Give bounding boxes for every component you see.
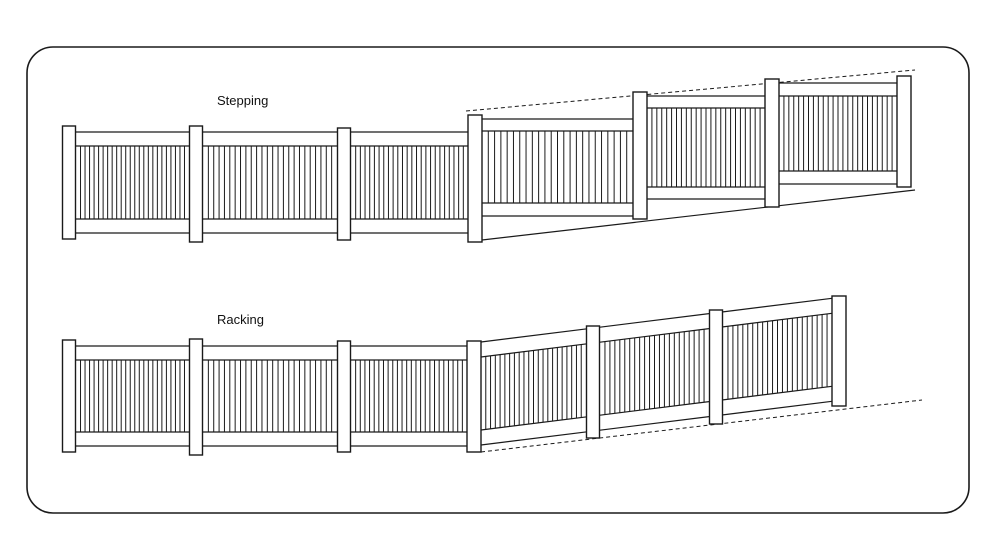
fence-post — [336, 340, 352, 453]
stepping-fence — [61, 69, 916, 243]
racking-fence — [61, 295, 923, 456]
stepping-label: Stepping — [217, 93, 269, 108]
fence-post — [188, 125, 204, 243]
fence-post — [708, 309, 724, 425]
racking-label: Racking — [217, 312, 264, 327]
fence-post — [336, 127, 352, 241]
fence-post — [466, 340, 482, 453]
fence-rail — [599, 416, 710, 431]
fence-rail — [722, 400, 833, 416]
fence-post — [188, 338, 204, 456]
fence-rail — [722, 297, 833, 313]
fence-post — [585, 325, 601, 439]
fence-post — [632, 91, 648, 220]
fence-post — [61, 125, 77, 240]
slope-ground-line — [481, 189, 916, 241]
fence-rail — [480, 328, 587, 343]
fence-post — [467, 114, 483, 243]
slope-guide-dashed — [480, 399, 923, 453]
fence-post — [896, 75, 912, 188]
fence-rail — [599, 313, 710, 328]
diagram-border — [26, 46, 970, 514]
fence-post — [831, 295, 847, 407]
fence-post — [764, 78, 780, 208]
fence-rail — [480, 431, 587, 446]
slope-guide-dashed — [465, 69, 916, 112]
fence-post — [61, 339, 77, 453]
